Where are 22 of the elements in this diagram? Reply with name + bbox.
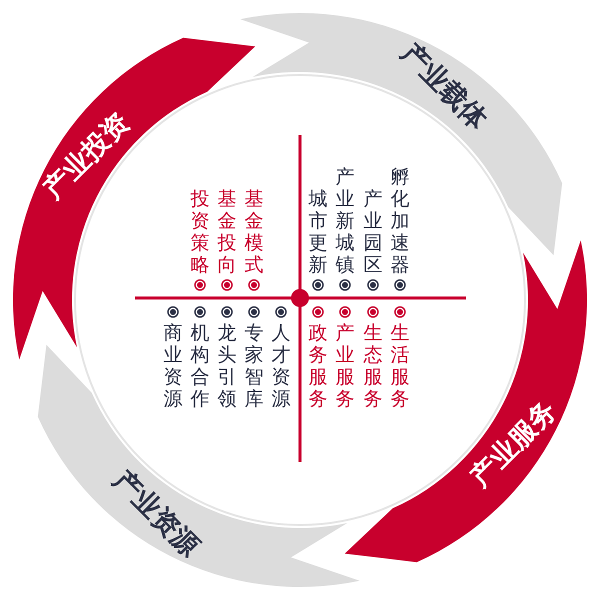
segment-label: 产业服务 xyxy=(464,394,563,494)
item-label: 基金模式 xyxy=(244,188,264,276)
item-label: 龙头引领 xyxy=(217,322,237,410)
item-label: 产业服务 xyxy=(335,322,355,410)
segment-label: 产业载体 xyxy=(394,37,494,136)
item-label: 人才资源 xyxy=(271,322,291,410)
item-label: 专家智库 xyxy=(244,322,264,410)
item-label: 产业新城镇 xyxy=(335,166,355,276)
item-label: 产业园区 xyxy=(363,188,383,276)
segment-label: 产业投资 xyxy=(37,106,136,206)
arrow-segment xyxy=(38,344,360,587)
item-label: 商业资源 xyxy=(163,322,183,410)
segment-label: 产业资源 xyxy=(106,464,206,563)
item-label: 机构合作 xyxy=(190,322,210,410)
item-label: 生活服务 xyxy=(390,322,410,410)
item-label: 基金投向 xyxy=(217,188,237,276)
item-label: 城市更新 xyxy=(308,188,328,276)
item-label: 投资策略 xyxy=(190,188,210,276)
item-label: 孵化加速器 xyxy=(390,166,410,276)
arrow-segment xyxy=(240,13,562,256)
item-label: 生态服务 xyxy=(363,322,383,410)
item-label: 政务服务 xyxy=(308,322,328,410)
